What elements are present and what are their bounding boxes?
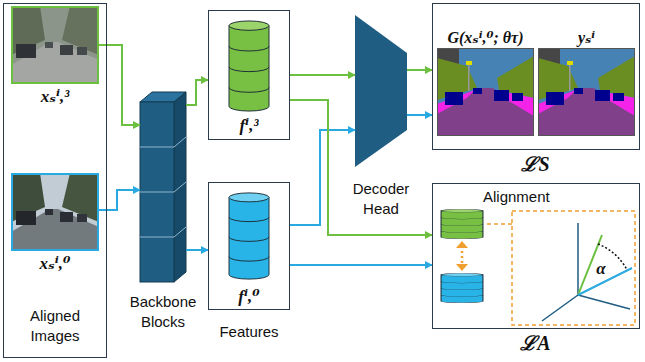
output-box: ℒSG(xₛⁱ,⁰; θτ)yₛⁱ [432,3,640,150]
feature-flow-arrow [290,264,432,266]
feature-cylinder [229,21,269,111]
panel-title: Aligned Images [16,306,94,345]
foggy-street-image [11,6,99,84]
feature-flow-arrow [99,190,140,210]
feature-flow-arrow [290,130,355,225]
block-label: Decoder Head [341,179,421,218]
image-label: G(xₛⁱ,⁰; θτ) [432,28,539,47]
angle-symbol: α [595,260,607,278]
alignment-illustration [441,209,635,325]
image-label: yₛⁱ [533,28,640,47]
feature-flow-arrow [290,100,432,235]
feature-box: fⁱ,³ [208,10,290,140]
feature-label: fⁱ,³ [209,115,289,136]
loss-label: ℒS [433,150,638,177]
feature-flow-arrow [99,45,140,125]
backbone-prism [140,92,186,282]
ground-truth-image: yₛⁱ [538,48,635,136]
feature-flow-arrow [186,80,208,105]
feature-flow-arrow [290,74,355,76]
image-label: xₛⁱ,⁰ [1,253,109,274]
segmentation-map [437,48,534,136]
block-label: Backbone Blocks [124,292,202,331]
input-image: xₛⁱ,⁰ [11,173,99,251]
feature-box: fⁱ,⁰ [208,182,290,310]
box-title: Alignment [483,187,550,207]
image-label: xₛⁱ,³ [1,86,109,107]
prediction-image: G(xₛⁱ,⁰; θτ) [437,48,534,136]
decoder-shape [355,15,407,167]
feature-cylinder [229,193,269,279]
input-image: xₛⁱ,³ [11,6,99,84]
feature-flow-arrow [186,249,208,251]
segmentation-map [538,48,635,136]
backbone-block: Backbone Blocks [140,92,186,282]
decoder-head: Decoder Head [355,15,407,167]
loss-label: ℒA [433,329,638,356]
alignment-box: AlignmentℒA [432,183,640,329]
clear-street-image [11,173,99,251]
feature-flow-arrow [407,114,432,116]
image-panel: Aligned Images xₛⁱ,³ xₛⁱ,⁰ [3,3,107,358]
feature-label: fⁱ,⁰ [209,286,289,307]
feature-flow-arrow [407,69,432,71]
group-label: Features [206,322,292,342]
